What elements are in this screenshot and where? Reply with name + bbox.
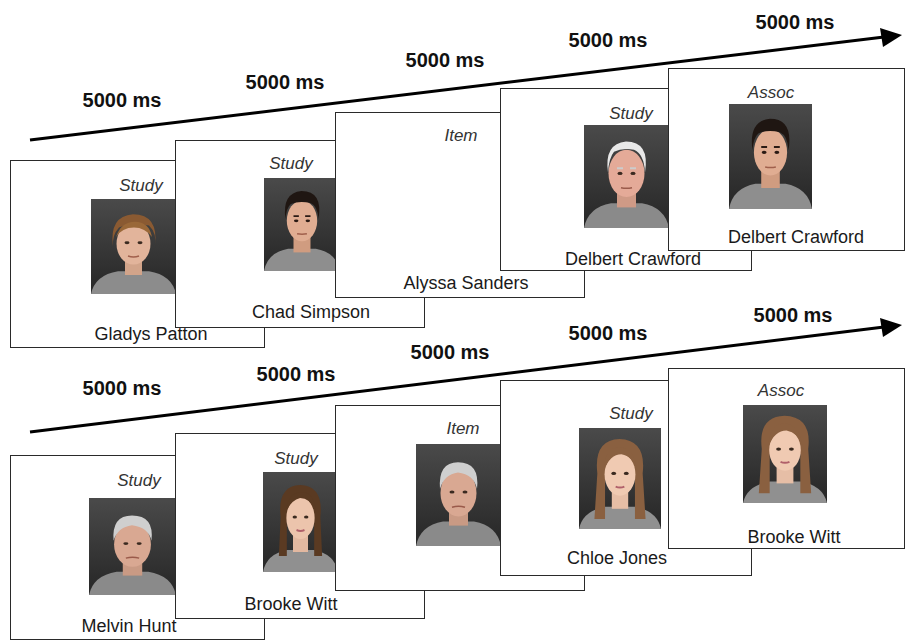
face-name: Chad Simpson [252, 302, 370, 323]
trial-type-label: Study [274, 449, 317, 469]
duration-label: 5000 ms [411, 341, 490, 364]
duration-label: 5000 ms [756, 11, 835, 34]
face-name: Brooke Witt [244, 594, 337, 615]
trial-type-label: Study [609, 404, 652, 424]
face-name: Delbert Crawford [728, 227, 864, 248]
duration-label: 5000 ms [754, 304, 833, 327]
duration-label: 5000 ms [569, 322, 648, 345]
face-photo [729, 104, 812, 209]
trial-type-label: Assoc [748, 83, 794, 103]
trial-type-label: Study [269, 154, 312, 174]
trial-type-label: Study [609, 104, 652, 124]
duration-label: 5000 ms [406, 49, 485, 72]
trial-type-label: Study [119, 176, 162, 196]
duration-label: 5000 ms [257, 363, 336, 386]
face-photo [263, 472, 338, 572]
face-photo [584, 125, 669, 228]
face-name: Brooke Witt [747, 527, 840, 548]
stimulus-slide: AssocDelbert Crawford [668, 68, 905, 251]
face-photo [743, 405, 827, 503]
trial-type-label: Item [446, 419, 479, 439]
face-name: Alyssa Sanders [403, 273, 528, 294]
face-photo [91, 199, 176, 294]
stimulus-slide: AssocBrooke Witt [668, 368, 905, 549]
face-name: Delbert Crawford [565, 249, 701, 270]
arrow-head [880, 318, 902, 337]
duration-label: 5000 ms [569, 29, 648, 52]
face-photo [416, 444, 501, 546]
duration-label: 5000 ms [83, 377, 162, 400]
trial-type-label: Assoc [758, 381, 804, 401]
face-photo [579, 428, 661, 529]
arrow-head [880, 28, 902, 47]
face-name: Chloe Jones [567, 548, 667, 569]
face-name: Melvin Hunt [81, 616, 176, 637]
face-photo [89, 498, 176, 595]
trial-type-label: Study [117, 471, 160, 491]
duration-label: 5000 ms [83, 89, 162, 112]
face-photo [264, 178, 340, 271]
trial-type-label: Item [444, 126, 477, 146]
duration-label: 5000 ms [246, 71, 325, 94]
